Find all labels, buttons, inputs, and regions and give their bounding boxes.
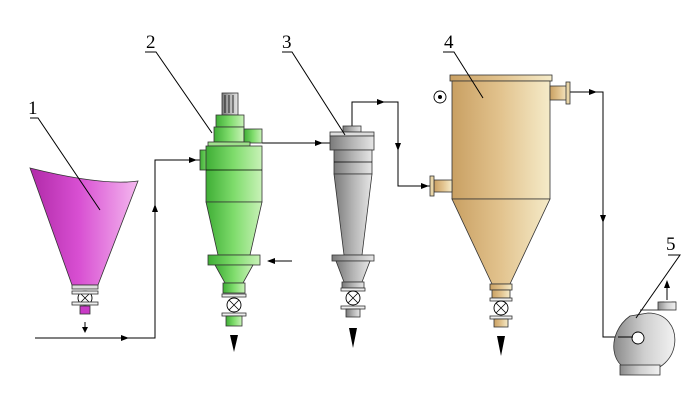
hopper-outlet — [79, 305, 91, 315]
leader-line-4 — [443, 51, 484, 99]
cyclone-2-ring — [207, 254, 261, 266]
leader-line-3 — [282, 51, 346, 136]
bag-filter-cone — [451, 198, 551, 285]
label-1: 1 — [28, 98, 38, 119]
fan-impeller-icon — [631, 331, 645, 345]
cyclone-2-body — [205, 145, 263, 203]
cyclone-2-cone — [205, 201, 263, 256]
fan-base — [619, 364, 661, 376]
fan-outlet — [657, 301, 677, 311]
cyclone-2-outlet — [243, 128, 263, 144]
pipe-4-to-5 — [570, 91, 618, 338]
motor-icon — [221, 92, 239, 116]
leader-line-1 — [30, 117, 101, 211]
feed-hopper — [29, 167, 139, 333]
cyclone-3-inlet — [329, 135, 375, 151]
label-5: 5 — [666, 234, 676, 255]
discharge-arrow — [497, 336, 505, 356]
fan — [613, 280, 677, 376]
bag-filter-body — [451, 80, 551, 200]
secondary-cyclone — [329, 125, 375, 348]
hopper-flange — [71, 284, 99, 290]
cyclone-3-cone — [333, 173, 373, 256]
bag-filter-outlet — [549, 85, 569, 101]
fan-housing — [613, 312, 676, 373]
bag-filter-inlet — [433, 179, 453, 193]
discharge-arrow — [230, 335, 238, 352]
bag-filter — [429, 74, 571, 356]
pipeline — [35, 89, 618, 341]
label-3: 3 — [282, 32, 292, 53]
hopper-body — [29, 167, 139, 286]
primary-cyclone — [199, 92, 263, 352]
leader-line-2 — [145, 51, 213, 134]
label-4: 4 — [444, 32, 454, 53]
exhaust-arrow — [664, 280, 670, 288]
leader-line-5 — [635, 254, 681, 319]
callouts: 1 2 3 4 5 — [28, 32, 681, 319]
label-2: 2 — [146, 32, 156, 53]
discharge-arrow — [349, 328, 357, 348]
